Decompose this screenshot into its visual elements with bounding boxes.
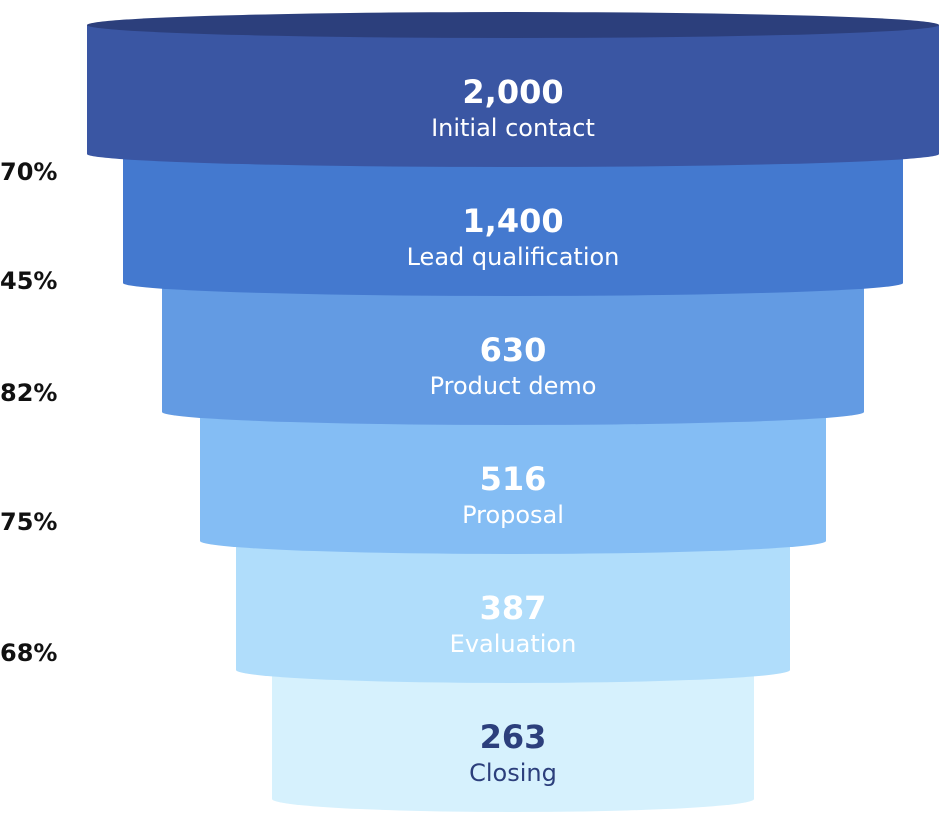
stage-value-4: 516 bbox=[480, 460, 547, 498]
funnel-layer-4 bbox=[200, 412, 826, 554]
funnel-layer-3 bbox=[162, 283, 864, 425]
funnel-layer-5 bbox=[236, 541, 790, 683]
stage-value-5: 387 bbox=[480, 589, 547, 627]
stage-label-3: Product demo bbox=[430, 372, 597, 400]
funnel-layer-2 bbox=[123, 154, 903, 296]
funnel-layers bbox=[87, 25, 939, 812]
stage-label-6: Closing bbox=[469, 759, 557, 787]
conversion-rate-3: 82% bbox=[0, 379, 57, 407]
funnel-top-rim bbox=[87, 12, 939, 38]
stage-value-1: 2,000 bbox=[462, 73, 563, 111]
conversion-rate-1: 70% bbox=[0, 158, 57, 186]
funnel-top-ellipse bbox=[87, 12, 939, 38]
stage-label-2: Lead qualification bbox=[407, 243, 620, 271]
stage-value-2: 1,400 bbox=[462, 202, 563, 240]
conversion-rate-4: 75% bbox=[0, 508, 57, 536]
stage-label-4: Proposal bbox=[462, 501, 564, 529]
conversion-rate-2: 45% bbox=[0, 267, 57, 295]
stage-value-3: 630 bbox=[480, 331, 547, 369]
conversion-rates: 70% 45% 82% 75% 68% bbox=[0, 158, 57, 667]
stage-value-6: 263 bbox=[480, 718, 547, 756]
stage-label-1: Initial contact bbox=[431, 114, 595, 142]
funnel-layer-1 bbox=[87, 25, 939, 167]
stage-label-5: Evaluation bbox=[450, 630, 577, 658]
conversion-rate-5: 68% bbox=[0, 639, 57, 667]
funnel-layer-6 bbox=[272, 670, 754, 812]
